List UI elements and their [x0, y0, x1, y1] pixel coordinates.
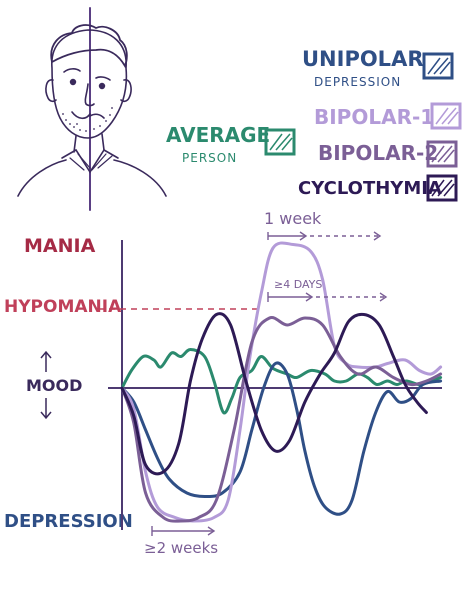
- legend-bipolar1-hatch: [435, 107, 459, 125]
- mood-up-arrow: [40, 350, 52, 372]
- legend-bipolar1-swatch: [430, 102, 462, 130]
- right-eye: [98, 82, 106, 90]
- legend-unipolar-label-1: UNIPOLAR: [302, 47, 424, 71]
- series-line-cyclothymia: [120, 312, 428, 476]
- stubble: [62, 107, 113, 132]
- legend-cyclothymia-hatch: [431, 179, 455, 197]
- legend-bipolar2-hatch: [431, 145, 455, 163]
- four-days-arrow-right: [379, 292, 388, 302]
- legend-bipolar2-label: BIPOLAR-2: [318, 141, 438, 165]
- mood-down-arrow: [40, 398, 52, 420]
- legend-bipolar2-swatch: [426, 140, 458, 168]
- legend-unipolar-swatch: [422, 52, 454, 80]
- legend-average-label-2: PERSON: [182, 151, 237, 165]
- series-line-bipolar1: [120, 241, 443, 523]
- right-ear: [120, 79, 132, 103]
- mouth-smile: [71, 111, 91, 120]
- one-week-arrow-right: [373, 231, 382, 241]
- left-brow: [63, 68, 81, 73]
- shoulders: [17, 159, 167, 197]
- annotation-four-days: ≥4 DAYS: [274, 278, 322, 291]
- label-mania: MANIA: [24, 235, 96, 257]
- legend: AVERAGE PERSON UNIPOLAR DEPRESSION BIPOL…: [166, 47, 462, 202]
- series-line-average: [120, 348, 443, 415]
- head-outline: [51, 29, 128, 139]
- right-brow: [95, 76, 111, 81]
- legend-unipolar-hatch: [427, 57, 451, 75]
- shirt-check: [69, 153, 113, 171]
- legend-cyclothymia-label: CYCLOTHYMIA: [298, 178, 442, 199]
- annotations: 1 week ≥4 DAYS ≥2 weeks: [144, 209, 388, 557]
- collar: [61, 148, 119, 174]
- left-eye: [69, 78, 77, 86]
- legend-unipolar-label-2: DEPRESSION: [314, 75, 401, 89]
- legend-cyclothymia-swatch: [426, 174, 458, 202]
- mouth-sad: [89, 113, 105, 119]
- hair: [50, 24, 128, 69]
- annotation-two-weeks: ≥2 weeks: [144, 539, 218, 557]
- annotation-one-week: 1 week: [264, 209, 322, 228]
- person-illustration: [17, 7, 167, 211]
- y-level-labels: MANIA HYPOMANIA MOOD DEPRESSION: [4, 235, 133, 532]
- nose: [84, 83, 95, 107]
- series-line-bipolar2: [120, 315, 443, 523]
- legend-average-label-1: AVERAGE: [166, 123, 270, 147]
- legend-average-hatch: [269, 133, 293, 151]
- legend-average-swatch: [264, 128, 296, 156]
- left-ear: [45, 79, 57, 103]
- label-hypomania: HYPOMANIA: [4, 297, 122, 317]
- series-layer: [120, 241, 443, 523]
- two-weeks-arrow-right: [207, 526, 216, 536]
- one-week-arrow-left: [299, 231, 308, 241]
- label-mood: MOOD: [26, 376, 82, 395]
- series-line-unipolar: [120, 361, 443, 516]
- legend-bipolar1-label: BIPOLAR-1: [314, 105, 434, 129]
- neck: [73, 133, 105, 153]
- label-depression: DEPRESSION: [4, 511, 133, 532]
- four-days-arrow-left: [305, 292, 314, 302]
